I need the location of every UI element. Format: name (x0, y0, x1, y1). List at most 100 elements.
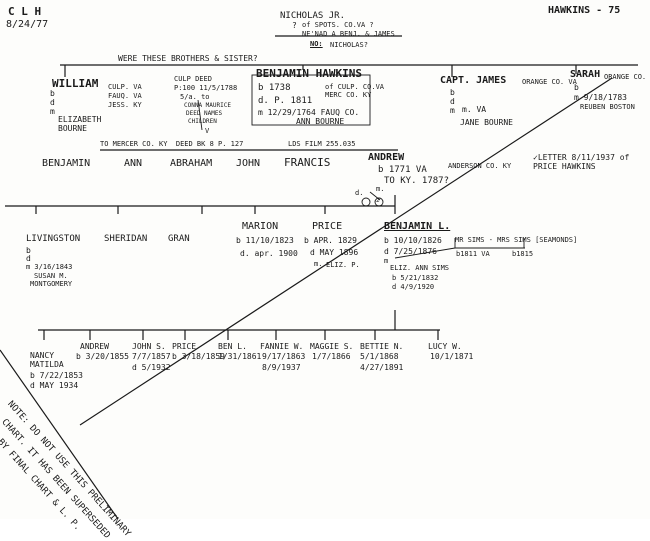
top-named: NE'NAD A BENJ. & JAMES (302, 30, 395, 38)
james-d: d (450, 97, 455, 106)
gen4-nancy-name: NANCY MATILDA (30, 351, 64, 369)
william-b: b (50, 89, 55, 98)
child-benjamin: BENJAMIN (42, 158, 91, 169)
gen4-maggie-name: MAGGIE S. (310, 342, 354, 351)
gen4-nancy-b: b 7/22/1853 (30, 371, 83, 380)
gen4-bettie-b: 5/1/1868 (360, 352, 399, 361)
sims-parents: MR SIMS - MRS SIMS [SEAMONDS] (455, 236, 578, 244)
top-question-mark: ? (292, 21, 297, 30)
culp-deed-children: CHILDREN (188, 118, 217, 125)
andrew-name: ANDREW (368, 152, 405, 163)
benjamin-box (251, 74, 371, 126)
andrew-place: ANDERSON CO. KY (448, 162, 512, 170)
james-place: ORANGE CO. VA (522, 78, 577, 86)
william-place-2: FAUQ. VA (108, 92, 142, 100)
gen4-fannie-b: 9/17/1863 (262, 352, 306, 361)
benjamin-d: d. P. 1811 (258, 96, 313, 106)
sarah-m: m 9/18/1783 (574, 93, 627, 102)
sarah-place: ORANGE CO. (604, 73, 647, 81)
sarah-name: SARAH (570, 69, 601, 80)
chart-date: 8/24/77 (6, 19, 49, 30)
livingston-b: b (26, 246, 31, 255)
note-border-line (0, 349, 119, 519)
livingston-m: m 3/16/1843 (26, 263, 73, 271)
price-extra: ELIZ. P. (326, 261, 360, 269)
top-spots: of SPOTS. CO.VA ? (302, 21, 374, 29)
price-b: b APR. 1829 (304, 236, 357, 245)
gen4-price-name: PRICE (172, 342, 197, 351)
price-name: PRICE (312, 221, 343, 232)
james-spouse: JANE BOURNE (460, 118, 513, 127)
marion-b: b 11/10/1823 (236, 236, 294, 245)
culp-deed-arrow-mark: V (205, 127, 210, 135)
lds-film-note: LDS FILM 255.035 (288, 140, 356, 148)
sarah-b: b (574, 83, 579, 92)
gen4-fannie-name: FANNIE W. (260, 342, 304, 351)
price-d: d MAY 1896 (310, 248, 359, 257)
gen4-price-b: b 3/18/1859 (172, 352, 225, 361)
sims-b-1: b1811 VA (456, 250, 490, 258)
benjamin-l-name: BENJAMIN L. (384, 221, 451, 232)
child-francis: FRANCIS (284, 156, 331, 169)
sims-to-eliz-line (394, 247, 456, 259)
culp-deed-grantee: CONNA MAURICE (184, 102, 231, 109)
marion-name: MARION (242, 221, 279, 232)
gen4-andrew-name: ANDREW (80, 342, 109, 351)
livingston-d: d (26, 254, 31, 263)
james-b: b (450, 88, 455, 97)
william-place-3: JESS. KY (108, 101, 142, 109)
marion-d: d. apr. 1900 (240, 249, 298, 258)
gen4-john-d: d 5/1932 (132, 363, 171, 372)
gen4-lucy-b: 10/1/1871 (430, 352, 474, 361)
gen4-nancy-d: d MAY 1934 (30, 381, 79, 390)
william-name: WILLIAM (52, 77, 99, 90)
benjamin-l-b: b 10/10/1826 (384, 236, 442, 245)
cancel-strike-line (79, 77, 613, 426)
gen4-maggie-b: 1/7/1866 (312, 352, 351, 361)
brothers-question: WERE THESE BROTHERS & SISTER? (118, 54, 258, 63)
benjamin-name: BENJAMIN HAWKINS (256, 67, 362, 80)
sheridan-name: SHERIDAN (104, 234, 148, 244)
livingston-name: LIVINGSTON (26, 234, 81, 244)
gen4-bettie-d: 4/27/1891 (360, 363, 404, 372)
letter-note: ✓LETTER 8/11/1937 of PRICE HAWKINS (533, 153, 630, 171)
child-ann: ANN (124, 158, 143, 169)
andrew-circle-2 (374, 197, 384, 207)
gen4-lucy-name: LUCY W. (428, 342, 462, 351)
child-abraham: ABRAHAM (170, 158, 213, 169)
sheet-id: HAWKINS - 75 (548, 5, 621, 16)
gen4-fannie-d: 8/9/1937 (262, 363, 301, 372)
benjamin-m: m 12/29/1764 FAUQ CO. (258, 108, 360, 117)
benjamin-b: b 1738 (258, 83, 291, 93)
culp-deed-page: P:100 11/5/1788 (174, 84, 238, 92)
william-place-1: CULP. VA (108, 83, 142, 91)
james-name: CAPT. JAMES (440, 75, 507, 86)
gen4-andrew-b: b 3/20/1855 (76, 352, 129, 361)
benjamin-l-spouse: ELIZ. ANN SIMS (390, 264, 450, 272)
gen4-john-name: JOHN S. (132, 342, 166, 351)
mercer-deed-note: TO MERCER CO. KY DEED BK 8 P. 127 (100, 140, 244, 148)
james-m: m (450, 106, 455, 115)
culp-deed-title: CULP DEED (174, 75, 212, 83)
benjamin-place-1: of CULP. CO.VA (325, 83, 385, 91)
william-m: m (50, 107, 55, 116)
top-nicholas: NICHOLAS? (330, 41, 368, 49)
gen4-ben-b: 1/31/1861 (218, 352, 262, 361)
andrew-b: b 1771 VA (378, 165, 427, 175)
top-no: NO: (310, 40, 323, 48)
gen4-john-b: 7/7/1857 (132, 352, 171, 361)
benjamin-l-m: m (384, 257, 389, 265)
andrew-circle-1 (361, 197, 371, 207)
child-john: JOHN (236, 158, 261, 169)
culp-deed-to: 5/a. to (180, 93, 210, 101)
chart-lines (0, 35, 638, 519)
gran-name: GRAN (168, 234, 190, 244)
benjamin-l-spouse-b: b 5/21/1832 (392, 274, 439, 282)
andrew-circle-mark: 2 (376, 197, 380, 204)
gen4-ben-name: BEN L. (218, 342, 247, 351)
andrew-to-ky: TO KY. 1787? (384, 176, 450, 186)
livingston-spouse-1: SUSAN M. (34, 272, 68, 280)
livingston-spouse-2: MONTGOMERY (30, 280, 73, 288)
sims-b-2: b1815 (512, 250, 534, 258)
sarah-spouse: REUBEN BOSTON (580, 103, 635, 111)
